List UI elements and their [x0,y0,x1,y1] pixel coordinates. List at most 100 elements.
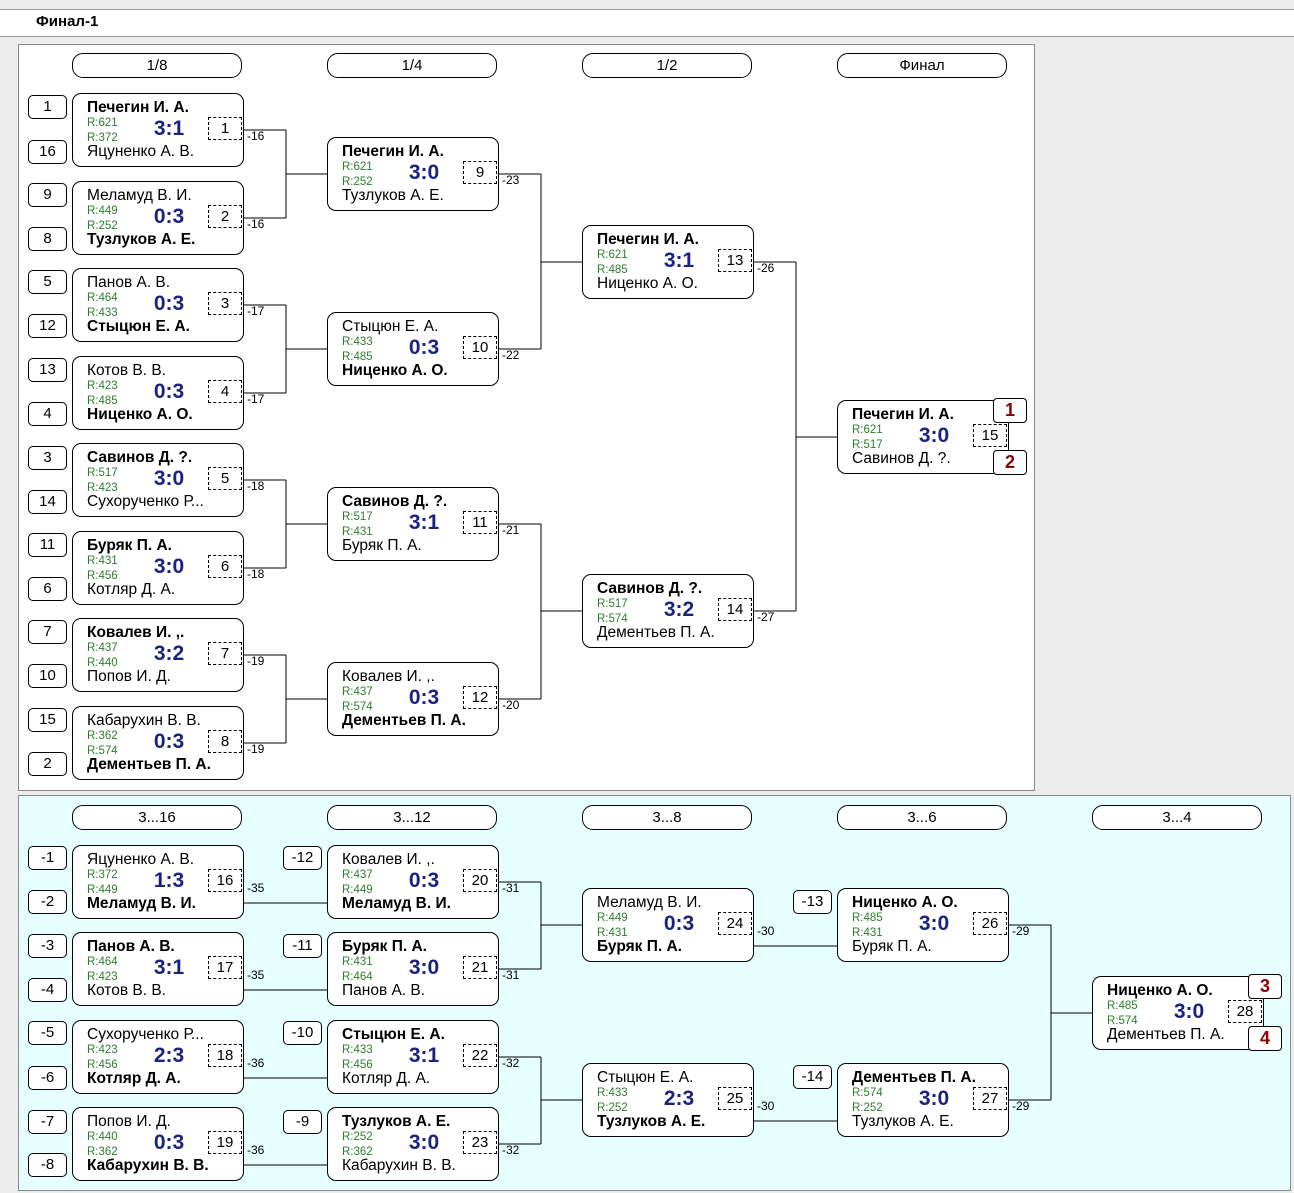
match-number: 15 [973,424,1007,447]
seed-slot: 16 [28,140,67,164]
player-top: Савинов Д. ?. [597,580,703,597]
consolation-round-header-5: 3...4 [1092,805,1262,830]
player-bottom: Котляр Д. А. [87,581,176,598]
rating-bottom: R:574 [1107,1015,1138,1027]
rating-bottom: R:431 [852,927,883,939]
match-number: 21 [463,956,497,979]
match-score: 3:0 [408,956,440,979]
round-header-1: 1/8 [72,53,242,78]
rating-top: R:437 [342,869,373,881]
rating-bottom: R:431 [342,526,373,538]
player-top: Савинов Д. ?. [87,449,193,466]
player-top: Меламуд В. И. [597,894,702,911]
rating-bottom: R:252 [342,176,373,188]
rating-bottom: R:372 [87,132,118,144]
seed-slot: 15 [28,708,67,732]
rating-top: R:372 [87,869,118,881]
player-bottom: Дементьев П. А. [342,712,466,729]
rating-top: R:440 [87,1131,118,1143]
player-bottom: Яцуненко А. В. [87,143,195,160]
loser-destination: -30 [757,1099,775,1113]
match-number: 24 [718,912,752,935]
player-top: Панов А. В. [87,274,171,291]
place-badge: 2 [993,450,1027,475]
loser-destination: -36 [247,1143,265,1157]
player-bottom: Дементьев П. А. [597,624,715,641]
match-score: 3:1 [408,1044,440,1067]
seed-slot: 10 [28,664,67,688]
player-top: Стыцюн Е. А. [342,318,439,335]
match-number: 23 [463,1131,497,1154]
rating-top: R:362 [87,730,118,742]
place-badge: 1 [993,398,1027,423]
player-bottom: Котляр Д. А. [87,1070,181,1087]
match-number: 13 [718,249,752,272]
rating-top: R:517 [597,598,628,610]
consolation-seed-slot: -6 [28,1066,67,1090]
match-score: 2:3 [663,1087,695,1110]
loser-destination: -29 [1012,924,1030,938]
player-top: Кабарухин В. В. [87,712,201,729]
rating-top: R:423 [87,1044,118,1056]
loser-destination: -27 [757,610,775,624]
rating-top: R:437 [87,642,118,654]
seed-slot: 11 [28,533,67,557]
rating-bottom: R:464 [342,971,373,983]
rating-bottom: R:252 [87,220,118,232]
loser-destination: -23 [502,173,520,187]
rating-bottom: R:574 [342,701,373,713]
player-bottom: Панов А. В. [342,982,426,999]
loser-destination: -32 [502,1143,520,1157]
match-number: 8 [208,730,242,753]
window-title-bar: Финал-1 [0,9,1294,37]
player-top: Печегин И. А. [87,99,189,116]
seed-slot: 12 [28,314,67,338]
seed-slot: 2 [28,752,67,776]
match-number: 22 [463,1044,497,1067]
match-score: 1:3 [153,869,185,892]
match-number: 11 [463,511,497,534]
consolation-seed-slot: -11 [283,934,322,958]
player-bottom: Тузлуков А. Е. [342,187,444,204]
player-bottom: Кабарухин В. В. [87,1157,209,1174]
match-score: 3:0 [918,912,950,935]
match-number: 4 [208,380,242,403]
consolation-round-header-3: 3...8 [582,805,752,830]
consolation-seed-slot: -1 [28,846,67,870]
loser-destination: -17 [247,304,265,318]
rating-top: R:621 [597,249,628,261]
match-score: 3:0 [408,1131,440,1154]
player-top: Попов И. Д. [87,1113,171,1130]
match-score: 3:0 [918,424,950,447]
consolation-seed-slot: -9 [283,1110,322,1134]
player-top: Дементьев П. А. [852,1069,976,1086]
